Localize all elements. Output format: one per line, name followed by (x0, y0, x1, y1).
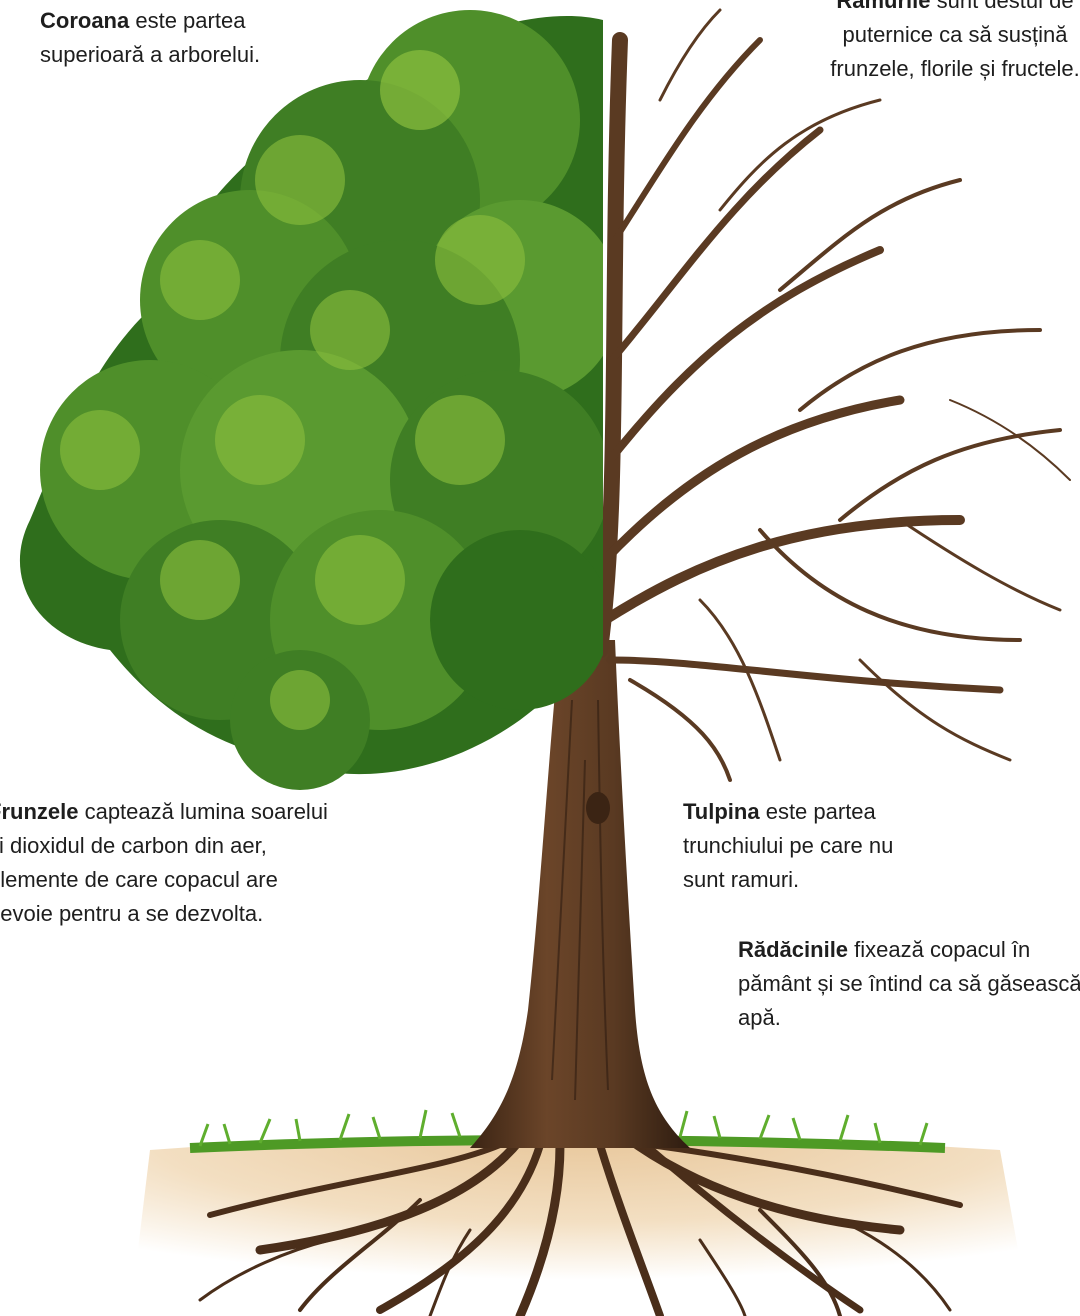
label-branches: Ramurile sunt destul de puternice ca să … (820, 0, 1080, 86)
label-trunk-term: Tulpina (683, 799, 760, 824)
label-crown-term: Coroana (40, 8, 129, 33)
label-leaves: Frunzele captează lumina soarelui și dio… (0, 795, 348, 931)
bare-branches (600, 10, 1070, 780)
label-branches-term: Ramurile (836, 0, 930, 13)
label-leaves-term: Frunzele (0, 799, 78, 824)
label-roots: Rădăcinile fixează copacul în pământ și … (738, 933, 1080, 1035)
label-trunk: Tulpina este partea trunchiului pe care … (683, 795, 923, 897)
label-roots-term: Rădăcinile (738, 937, 848, 962)
foliage (20, 10, 620, 790)
label-crown: Coroana este partea superioară a arborel… (40, 4, 285, 72)
